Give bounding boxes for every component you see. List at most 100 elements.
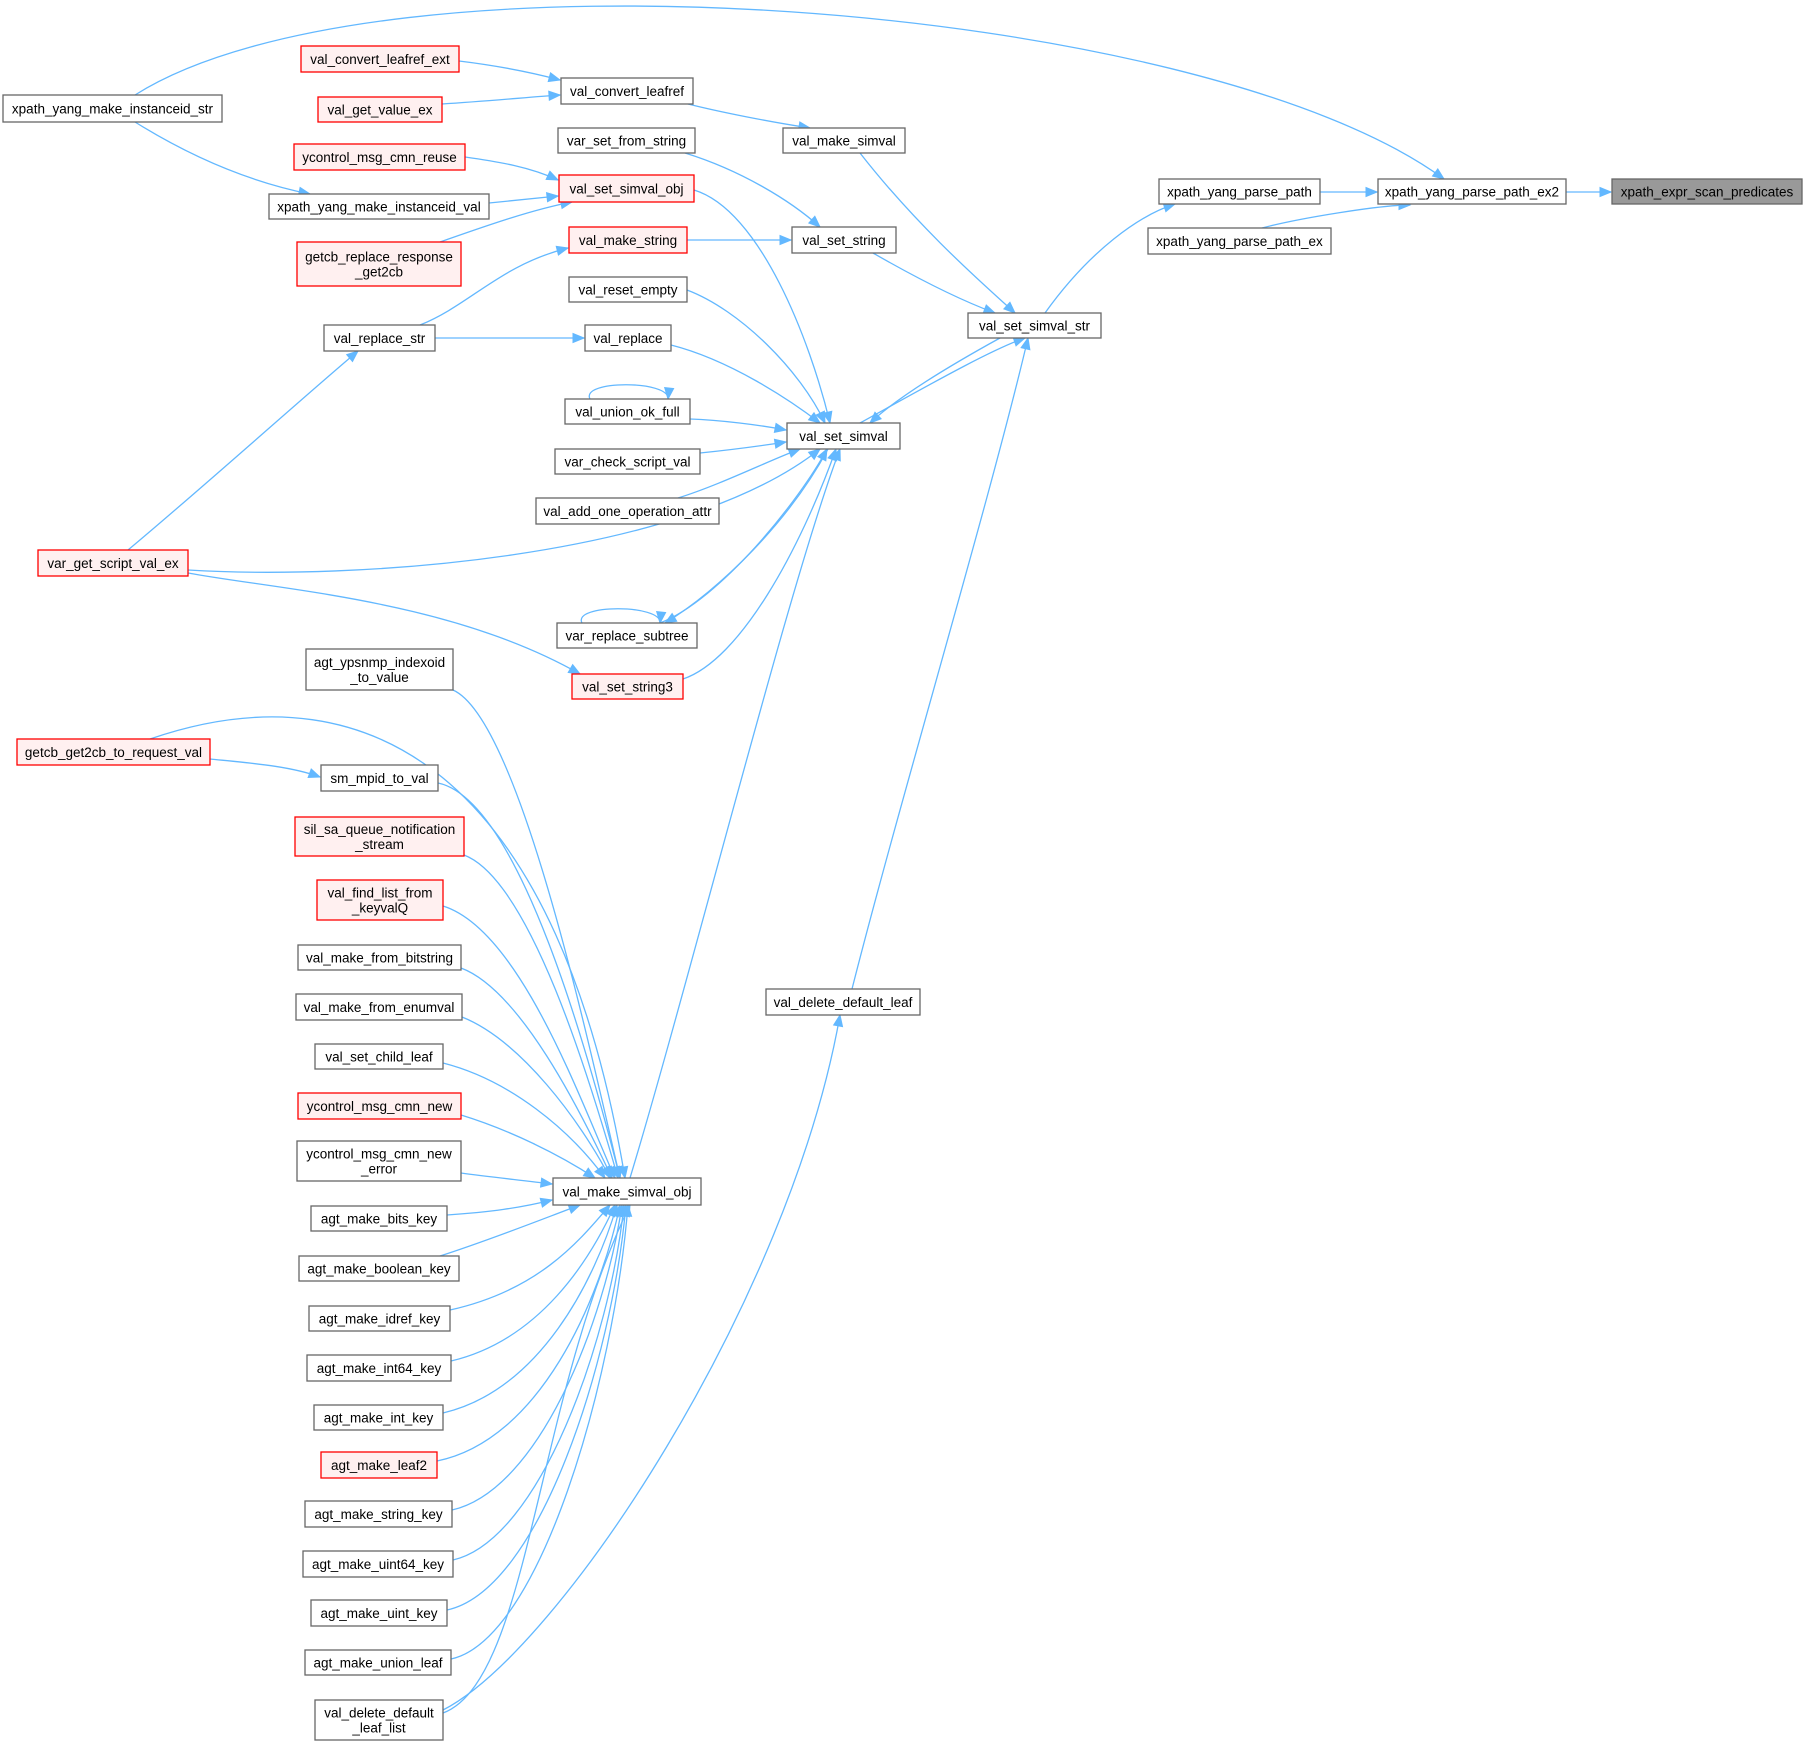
graph-node-val_set_string3[interactable]: val_set_string3 [571,673,684,700]
node-box[interactable] [558,174,695,203]
node-box[interactable] [302,1550,454,1578]
graph-node-xpath_yang_parse_path_ex2[interactable]: xpath_yang_parse_path_ex2 [1377,178,1567,205]
node-box[interactable] [560,77,694,105]
node-box[interactable] [294,816,465,857]
node-box[interactable] [557,127,696,154]
graph-node-agt_make_union_leaf[interactable]: agt_make_union_leaf [304,1649,452,1676]
node-box[interactable] [564,398,691,425]
node-box[interactable] [316,879,444,921]
graph-node-val_set_simval[interactable]: val_set_simval [786,422,901,450]
node-box[interactable] [967,312,1102,339]
node-box[interactable] [37,549,189,577]
node-box[interactable] [552,1177,702,1206]
node-box[interactable] [295,993,463,1021]
graph-node-val_convert_leafref[interactable]: val_convert_leafref [560,77,694,105]
node-box[interactable] [297,944,462,971]
node-box[interactable] [297,1092,462,1120]
graph-node-val_set_simval_obj[interactable]: val_set_simval_obj [558,174,695,203]
node-box[interactable] [16,738,211,766]
graph-node-ycontrol_msg_cmn_new_error[interactable]: ycontrol_msg_cmn_new_error [296,1140,462,1182]
node-box[interactable] [782,127,906,154]
node-box[interactable] [320,764,439,792]
node-box[interactable] [310,1599,448,1627]
node-box[interactable] [1377,178,1567,205]
node-box[interactable] [765,988,921,1016]
graph-node-xpath_expr_scan_predicates[interactable]: xpath_expr_scan_predicates [1611,178,1803,205]
graph-node-val_delete_default_leaf[interactable]: val_delete_default_leaf [765,988,921,1016]
graph-node-val_replace[interactable]: val_replace [584,324,672,352]
graph-node-val_union_ok_full[interactable]: val_union_ok_full [564,398,691,425]
node-box[interactable] [1147,227,1332,255]
node-box[interactable] [320,1451,438,1479]
node-box[interactable] [304,1649,452,1676]
node-box[interactable] [791,226,897,254]
node-box[interactable] [296,1140,462,1182]
node-box[interactable] [314,1043,444,1070]
graph-node-val_get_value_ex[interactable]: val_get_value_ex [317,96,443,123]
graph-node-val_make_from_bitstring[interactable]: val_make_from_bitstring [297,944,462,971]
graph-node-agt_make_idref_key[interactable]: agt_make_idref_key [308,1305,451,1332]
graph-node-val_delete_default_leaf_list[interactable]: val_delete_default_leaf_list [314,1699,444,1741]
graph-node-xpath_yang_parse_path[interactable]: xpath_yang_parse_path [1158,178,1321,205]
graph-node-ycontrol_msg_cmn_reuse[interactable]: ycontrol_msg_cmn_reuse [293,143,466,171]
graph-node-sil_sa_queue_notification_stream[interactable]: sil_sa_queue_notification_stream [294,816,465,857]
graph-node-var_replace_subtree[interactable]: var_replace_subtree [556,622,698,649]
graph-node-xpath_yang_make_instanceid_str[interactable]: xpath_yang_make_instanceid_str [2,94,223,123]
graph-node-val_convert_leafref_ext[interactable]: val_convert_leafref_ext [300,45,460,73]
graph-node-val_reset_empty[interactable]: val_reset_empty [568,276,688,303]
graph-node-var_check_script_val[interactable]: var_check_script_val [554,448,701,475]
node-box[interactable] [313,1404,444,1431]
node-box[interactable] [304,1500,453,1528]
node-box[interactable] [305,648,454,691]
graph-node-ycontrol_msg_cmn_new[interactable]: ycontrol_msg_cmn_new [297,1092,462,1120]
node-box[interactable] [2,94,223,123]
node-box[interactable] [584,324,672,352]
node-box[interactable] [308,1305,451,1332]
graph-node-sm_mpid_to_val[interactable]: sm_mpid_to_val [320,764,439,792]
graph-node-val_add_one_operation_attr[interactable]: val_add_one_operation_attr [535,497,720,525]
node-box[interactable] [314,1699,444,1741]
node-box[interactable] [306,1354,452,1382]
graph-node-agt_ypsnmp_indexoid_to_value[interactable]: agt_ypsnmp_indexoid_to_value [305,648,454,691]
graph-node-var_set_from_string[interactable]: var_set_from_string [557,127,696,154]
node-box[interactable] [556,622,698,649]
graph-node-agt_make_boolean_key[interactable]: agt_make_boolean_key [298,1255,460,1282]
node-box[interactable] [554,448,701,475]
graph-node-agt_make_uint_key[interactable]: agt_make_uint_key [310,1599,448,1627]
graph-node-xpath_yang_parse_path_ex[interactable]: xpath_yang_parse_path_ex [1147,227,1332,255]
node-box[interactable] [323,324,436,352]
node-box[interactable] [310,1205,448,1232]
node-box[interactable] [786,422,901,450]
node-box[interactable] [300,45,460,73]
graph-node-val_make_simval[interactable]: val_make_simval [782,127,906,154]
graph-node-xpath_yang_make_instanceid_val[interactable]: xpath_yang_make_instanceid_val [268,193,490,220]
graph-node-agt_make_int_key[interactable]: agt_make_int_key [313,1404,444,1431]
graph-node-val_find_list_from_keyvalQ[interactable]: val_find_list_from_keyvalQ [316,879,444,921]
graph-node-agt_make_string_key[interactable]: agt_make_string_key [304,1500,453,1528]
graph-node-getcb_replace_response_get2cb[interactable]: getcb_replace_response_get2cb [296,241,462,287]
graph-node-getcb_get2cb_to_request_val[interactable]: getcb_get2cb_to_request_val [16,738,211,766]
node-box[interactable] [1158,178,1321,205]
node-box[interactable] [571,673,684,700]
node-box[interactable] [268,193,490,220]
graph-node-val_set_child_leaf[interactable]: val_set_child_leaf [314,1043,444,1070]
node-box[interactable] [535,497,720,525]
node-box[interactable] [293,143,466,171]
node-box[interactable] [568,276,688,303]
node-box[interactable] [298,1255,460,1282]
node-box[interactable] [296,241,462,287]
node-box[interactable] [1611,178,1803,205]
graph-node-agt_make_uint64_key[interactable]: agt_make_uint64_key [302,1550,454,1578]
graph-node-val_make_from_enumval[interactable]: val_make_from_enumval [295,993,463,1021]
node-box[interactable] [568,226,688,254]
graph-node-val_set_string[interactable]: val_set_string [791,226,897,254]
graph-node-agt_make_bits_key[interactable]: agt_make_bits_key [310,1205,448,1232]
graph-node-val_replace_str[interactable]: val_replace_str [323,324,436,352]
graph-node-agt_make_leaf2[interactable]: agt_make_leaf2 [320,1451,438,1479]
graph-node-val_make_simval_obj[interactable]: val_make_simval_obj [552,1177,702,1206]
graph-node-val_make_string[interactable]: val_make_string [568,226,688,254]
graph-node-agt_make_int64_key[interactable]: agt_make_int64_key [306,1354,452,1382]
graph-node-val_set_simval_str[interactable]: val_set_simval_str [967,312,1102,339]
graph-node-var_get_script_val_ex[interactable]: var_get_script_val_ex [37,549,189,577]
node-box[interactable] [317,96,443,123]
